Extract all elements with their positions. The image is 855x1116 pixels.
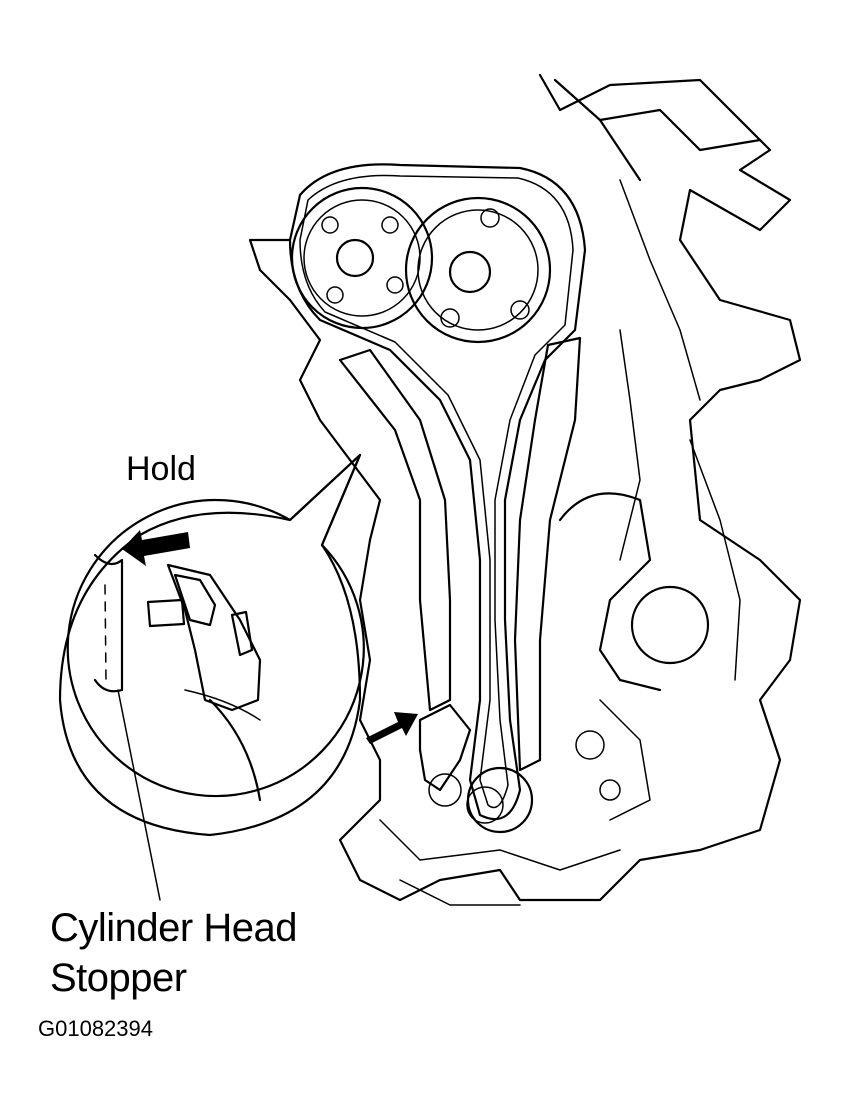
figure-id: G01082394: [38, 1016, 153, 1041]
cylinder-head-stopper-label-line2: Stopper: [50, 956, 187, 1000]
engine-block: [248, 73, 802, 906]
hold-label: Hold: [126, 450, 196, 488]
tensioner-arrow-icon: [366, 712, 418, 744]
timing-chain: [288, 163, 587, 821]
chain-tensioner: [418, 703, 472, 807]
cylinder-head-stopper-label: Cylinder Head: [50, 906, 297, 950]
stopper-leader-line: [117, 689, 161, 901]
crankshaft-sprocket: [466, 766, 534, 834]
hold-arrow-icon: [122, 530, 190, 566]
camshaft-sprockets: [290, 186, 552, 344]
chain-guides: [338, 336, 582, 772]
detail-callout: [58, 453, 365, 837]
